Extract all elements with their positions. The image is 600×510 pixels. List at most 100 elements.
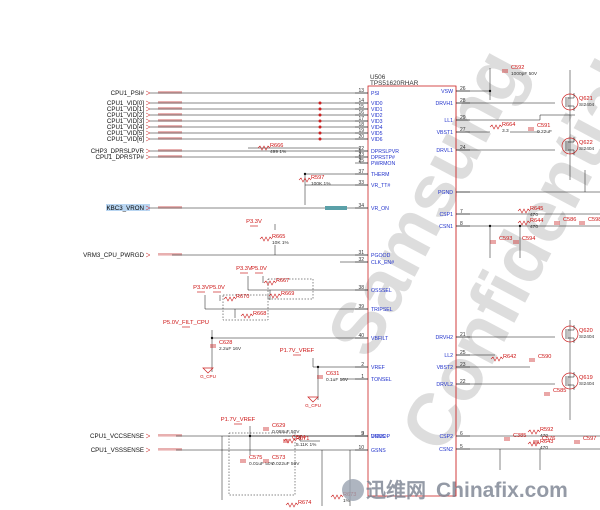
power-rail: P5.0V [209, 285, 225, 293]
pin-number: 27 [460, 127, 466, 133]
brand-en: Chinafix.com [436, 479, 568, 502]
net-tag [158, 91, 182, 94]
component: C597 [574, 436, 596, 444]
pin-name: PGOOD [371, 253, 391, 259]
pin-number: 7 [460, 209, 463, 215]
pin-name: LL2 [444, 353, 453, 359]
component-ref: R667 [276, 278, 289, 284]
component-value: 470 [540, 433, 548, 439]
junction-dot [318, 131, 322, 135]
offpage-arrow-icon [145, 148, 151, 154]
component-ref: R668 [253, 311, 266, 317]
net-label: CPU1_VID[4] [107, 124, 144, 131]
component-ref: C385 [513, 433, 526, 439]
net-tag [158, 149, 182, 152]
component-ref: R664 [502, 122, 515, 128]
component-value: 10K 1% [272, 240, 290, 246]
component-ref: C585 [553, 388, 566, 394]
power-rail-label: P3.3V [236, 266, 252, 272]
component-ref: R645 [530, 206, 543, 212]
component: R670 [223, 294, 249, 302]
pin-name: CSP2 [439, 434, 453, 440]
net-tag [158, 155, 182, 158]
mosfet-part: SI2404 [579, 381, 595, 387]
pin-name: DPRSLPVR [371, 149, 399, 155]
component-ref: R671 [296, 436, 309, 442]
junction-dots [210, 89, 522, 438]
pin-number: 3 [361, 431, 364, 437]
pin-name: LL1 [444, 118, 453, 124]
pin-name: VR_TT# [371, 183, 390, 189]
component-ref: C592 [511, 65, 524, 71]
ground-symbol: G_CPU [305, 396, 321, 408]
power-rail-label: P5.0V [209, 285, 225, 291]
pin-number: 5 [460, 444, 463, 450]
junction-dot [318, 101, 322, 105]
power-rail-label: P1.7V_VREF [221, 417, 256, 423]
component: C598 [579, 217, 600, 225]
component-value: 0.01uF 50V [249, 461, 275, 467]
mosfet-ref: Q621 [579, 96, 593, 102]
net-tag [158, 448, 182, 451]
mosfet-ref: Q619 [579, 375, 593, 381]
offpage-arrow-icon [145, 252, 151, 258]
component-ref: R643 [540, 439, 553, 445]
pin-number: 23 [460, 362, 466, 368]
component-ref: R666 [270, 143, 283, 149]
mosfet-part: SI2404 [579, 146, 595, 152]
pin-name: PGND [438, 190, 453, 196]
pin-name: GSNS [371, 448, 386, 454]
brand-cn: 迅维网 [366, 478, 426, 502]
junction-dot [318, 107, 322, 111]
pin-number: 40 [358, 333, 364, 339]
pin-number: 25 [460, 350, 466, 356]
component-ref: C593 [499, 236, 512, 242]
ground-label: G_CPU [305, 403, 321, 408]
net-label: CPU1_VCCSENSE [90, 433, 144, 440]
pin-name: CSP1 [439, 212, 453, 218]
junction-dot [318, 119, 322, 123]
net-tag [158, 107, 182, 110]
power-rail-label: P5.0V [251, 266, 267, 272]
pin-number: 23 [358, 152, 364, 158]
net-label: CPU1_VID[5] [107, 130, 144, 137]
component: R669 [268, 291, 294, 299]
power-rail: P3.3V [193, 285, 209, 293]
component-value: 470 [530, 212, 538, 218]
power-rail-label: P1.7V_VREF [280, 348, 315, 354]
net-tag [158, 119, 182, 122]
pin-name: VREF [371, 365, 385, 371]
component-ref: R670 [236, 294, 249, 300]
net-label: CPU1_VSSSENSE [91, 447, 144, 454]
dashed-groups [222, 278, 314, 496]
component: C585 [544, 388, 566, 396]
pin-name: VID0 [371, 101, 383, 107]
component: C594 [513, 236, 535, 244]
pin-number: 2 [361, 362, 364, 368]
pin-name: CSN2 [439, 447, 453, 453]
offpage-arrow-icon [145, 106, 151, 112]
offpage-arrow-icon [145, 118, 151, 124]
pin-name: THERM [371, 172, 389, 178]
pin-name: TRIPSEL [371, 307, 393, 313]
pin-number: 29 [460, 115, 466, 121]
power-rail-label: P3.3V [246, 219, 262, 225]
component-ref: C586 [563, 217, 576, 223]
component-ref: C574 [292, 435, 305, 441]
pin-name: DRVH2 [436, 335, 454, 341]
ground-symbol: G_CPU [200, 367, 216, 379]
component-ref: C597 [583, 436, 596, 442]
pin-name: VSNS [371, 434, 386, 440]
pin-name: DRVL2 [436, 382, 453, 388]
pin-name: VID4 [371, 125, 383, 131]
